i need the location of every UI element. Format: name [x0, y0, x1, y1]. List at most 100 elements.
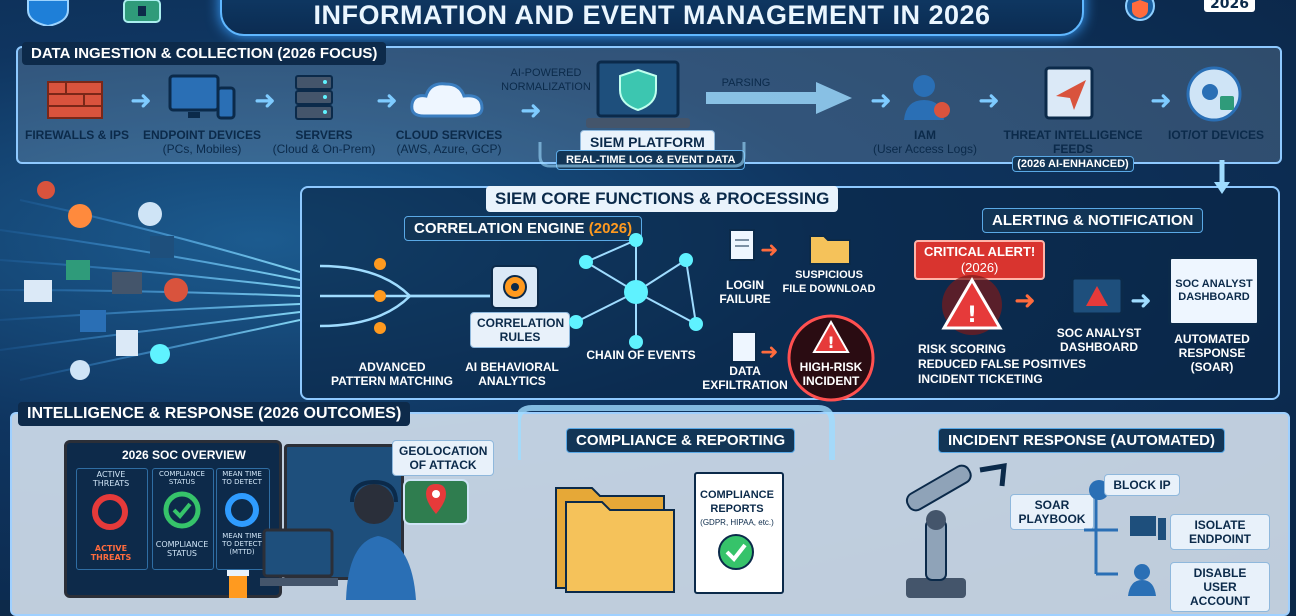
metric-label: MEAN TIME TO DETECT: [222, 470, 262, 486]
endpoint-icon: [1128, 514, 1168, 546]
map-pin-icon: [402, 474, 470, 526]
behavioral-label: AI BEHAVIORAL ANALYTICS: [465, 360, 559, 388]
dashboard-screen-icon: [1068, 276, 1126, 322]
pattern-label: ADVANCED PATTERN MATCHING: [331, 360, 453, 388]
network-shield-icon: [1110, 0, 1170, 26]
coffee-cup-icon: [226, 568, 252, 600]
ingestion-heading: DATA INGESTION & COLLECTION (2026 FOCUS): [22, 42, 387, 65]
critical-alert-badge: CRITICAL ALERT!(2026): [914, 240, 1046, 280]
folders-icon: [554, 478, 682, 594]
core-heading: SIEM CORE FUNCTIONS & PROCESSING: [486, 186, 839, 212]
laptop-icon: [260, 528, 340, 592]
svg-text:!: !: [827, 333, 834, 352]
source-label: SERVERS: [295, 128, 353, 142]
page-title: INFORMATION AND EVENT MANAGEMENT IN 2026: [220, 0, 1084, 36]
source-label: THREAT INTELLIGENCE FEEDS: [1003, 128, 1143, 156]
alerting-heading: ALERTING & NOTIFICATION: [982, 208, 1204, 233]
source-sublabel: (Cloud & On-Prem): [272, 142, 376, 156]
folder-icon: [808, 230, 852, 266]
source-label: IAM: [914, 128, 936, 142]
parsing-arrow: [706, 78, 856, 118]
source-label: IOT/OT DEVICES: [1167, 128, 1264, 142]
metric-caption: MEAN TIME TO DETECT (MTTD): [222, 532, 262, 556]
compliance-report-sub: (GDPR, HIPAA, etc.): [700, 518, 774, 527]
flow-connector: [515, 402, 838, 462]
analyst-figure: [334, 478, 424, 600]
metric-card: [76, 468, 148, 570]
suspicious-file-label: SUSPICIOUS FILE DOWNLOAD: [782, 269, 876, 295]
parsing-label: PARSING: [721, 77, 771, 89]
incident-response-heading: INCIDENT RESPONSE (AUTOMATED): [938, 428, 1225, 453]
check-icon: [162, 490, 202, 534]
flow-arrow: ➜: [1150, 86, 1172, 116]
metric-card: [152, 468, 214, 570]
correlation-rules-label: CORRELATION RULES: [470, 312, 570, 348]
exfiltration-label: DATA EXFILTRATION: [702, 364, 788, 392]
compliance-report-doc: [694, 472, 784, 594]
firewall-icon: [44, 76, 106, 120]
metric-card: [216, 468, 270, 570]
shield-icon: [18, 0, 78, 26]
soar-playbook-label: SOAR PLAYBOOK: [1010, 494, 1094, 530]
flow-arrow: ➜: [760, 238, 779, 263]
document-icon: [728, 228, 758, 264]
source-label: ENDPOINT DEVICES: [142, 128, 262, 142]
normalization-label: AI-POWERED NORMALIZATION: [501, 67, 591, 93]
soc-analyst-screen: SOC ANALYST DASHBOARD: [1168, 256, 1260, 326]
login-failure-label: LOGIN FAILURE: [719, 278, 771, 306]
flow-arrow: ➜: [870, 86, 892, 116]
iot-icon: [1184, 66, 1246, 124]
geolocation-label: GEOLOCATION OF ATTACK: [392, 440, 494, 476]
correlation-engine-heading: CORRELATION ENGINE (2026): [404, 216, 643, 241]
cloud-icon: [408, 76, 488, 120]
threat-gauge-icon: [90, 492, 130, 536]
disable-user-icon: [1124, 560, 1164, 596]
high-risk-incident-icon: !: [786, 314, 876, 402]
warning-icon: !: [934, 274, 1010, 336]
user-icon: [900, 72, 952, 122]
ai-enhanced-badge: (2026 AI-ENHANCED): [1012, 156, 1134, 172]
alert-features-list: RISK SCORING REDUCED FALSE POSITIVES INC…: [918, 342, 1087, 386]
robot-arm-icon: [880, 460, 1020, 600]
outcomes-heading: INTELLIGENCE & RESPONSE (2026 OUTCOMES): [18, 402, 411, 426]
check-icon: [716, 532, 756, 572]
year-badge: 2026: [1204, 0, 1255, 12]
disable-user-button: DISABLE USER ACCOUNT: [1170, 562, 1270, 612]
lock-icon: [112, 0, 172, 26]
compliance-report-title: COMPLIANCE REPORTS: [700, 489, 774, 515]
source-sublabel: (PCs, Mobiles): [162, 142, 242, 156]
metric-caption: ACTIVE THREATS: [90, 544, 132, 562]
flow-arrow: ➜: [520, 96, 542, 126]
event-chain-graphic: [556, 232, 716, 350]
flow-arrow: ➜: [254, 86, 276, 116]
source-label: CLOUD SERVICES: [395, 128, 503, 142]
source-label: FIREWALLS & IPS: [24, 128, 129, 142]
compliance-heading: COMPLIANCE & REPORTING: [566, 428, 796, 453]
pattern-graphic: [319, 246, 490, 346]
high-risk-label: HIGH-RISK INCIDENT: [799, 360, 863, 388]
threat-intel-icon: [1040, 66, 1100, 122]
flow-arrow: ➜: [130, 86, 152, 116]
feedback-loop: [520, 140, 764, 170]
gear-icon: [490, 264, 540, 310]
chain-label: CHAIN OF EVENTS: [586, 348, 696, 362]
metric-caption: COMPLIANCE STATUS: [155, 540, 209, 558]
source-sublabel: (AWS, Azure, GCP): [396, 142, 502, 156]
laptop-icon: [584, 60, 692, 132]
server-icon: [290, 74, 338, 122]
monitor-icon: [166, 74, 238, 122]
block-ip-button: BLOCK IP: [1104, 474, 1180, 496]
isolate-endpoint-button: ISOLATE ENDPOINT: [1170, 514, 1270, 550]
metric-label: COMPLIANCE STATUS: [159, 470, 205, 486]
automated-response-label: AUTOMATED RESPONSE (SOAR): [1174, 332, 1250, 374]
mttd-gauge-icon: [222, 490, 262, 534]
soc-dashboard-label: SOC ANALYST DASHBOARD: [1056, 326, 1142, 354]
flow-arrow: ➜: [1014, 286, 1036, 316]
flow-arrow: ➜: [760, 340, 779, 365]
metric-label: ACTIVE THREATS: [92, 470, 130, 488]
svg-text:!: !: [967, 303, 977, 328]
data-stream-graphic: [0, 170, 301, 400]
soc-overview-title: 2026 SOC OVERVIEW: [122, 448, 246, 462]
flow-arrow: ➜: [978, 86, 1000, 116]
flow-arrow: ➜: [376, 86, 398, 116]
